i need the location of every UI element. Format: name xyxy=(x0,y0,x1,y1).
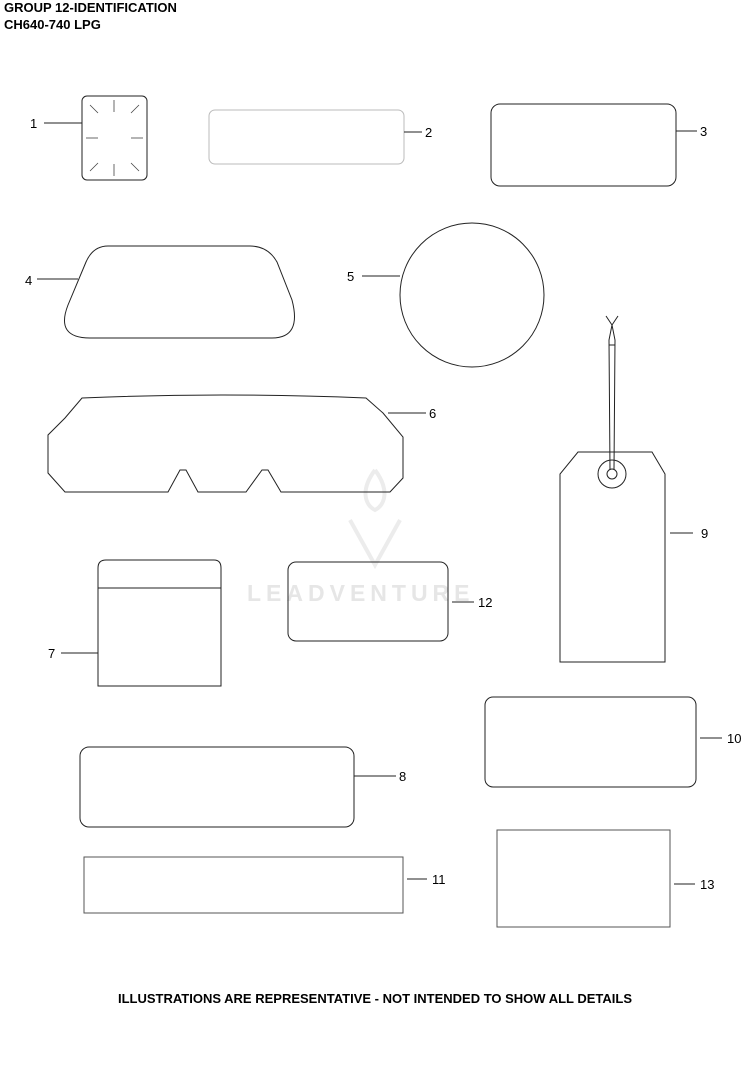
callout-2: 2 xyxy=(425,125,432,140)
disclaimer-footer: ILLUSTRATIONS ARE REPRESENTATIVE - NOT I… xyxy=(118,991,632,1006)
diagram-title: GROUP 12-IDENTIFICATION xyxy=(4,0,177,15)
part-10-label[interactable] xyxy=(484,696,697,788)
callout-12: 12 xyxy=(478,595,492,610)
callout-10: 10 xyxy=(727,731,741,746)
callout-13: 13 xyxy=(700,877,714,892)
callout-1: 1 xyxy=(30,116,37,131)
callout-7: 7 xyxy=(48,646,55,661)
part-2-label[interactable] xyxy=(208,109,405,165)
callout-4: 4 xyxy=(25,273,32,288)
callout-6: 6 xyxy=(429,406,436,421)
part-6-label[interactable] xyxy=(47,394,404,493)
part-11-label[interactable] xyxy=(83,856,404,914)
part-9-tag[interactable] xyxy=(559,315,666,663)
part-7-label[interactable] xyxy=(97,559,222,687)
part-13-label[interactable] xyxy=(496,829,671,928)
part-4-label[interactable] xyxy=(64,245,295,339)
part-5-label[interactable] xyxy=(399,222,545,368)
part-12-label[interactable] xyxy=(287,561,449,642)
watermark-logo xyxy=(348,468,402,570)
leader-lines xyxy=(37,122,722,885)
callout-9: 9 xyxy=(701,526,708,541)
part-8-label[interactable] xyxy=(79,746,355,828)
callout-11: 11 xyxy=(432,872,446,887)
part-3-label[interactable] xyxy=(490,103,677,187)
diagram-subtitle: CH640-740 LPG xyxy=(4,17,101,32)
callout-3: 3 xyxy=(700,124,707,139)
callout-5: 5 xyxy=(347,269,354,284)
callout-8: 8 xyxy=(399,769,406,784)
watermark-text: LEADVENTURE xyxy=(247,580,475,606)
part-1-label[interactable] xyxy=(81,95,148,181)
